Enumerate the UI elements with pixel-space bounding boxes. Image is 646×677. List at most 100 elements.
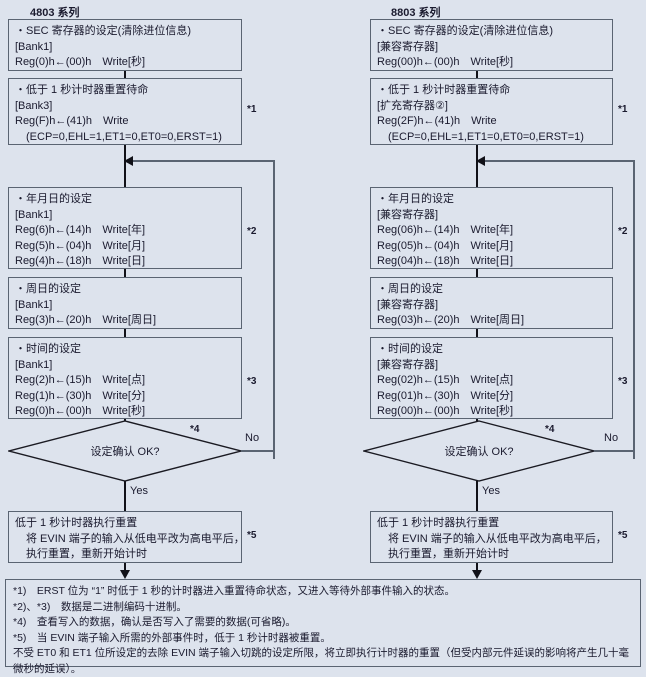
box-line: Reg(03)h←(20)h Write[周日] [377, 314, 525, 326]
box-line: Reg(00)h←(00)h Write[秒] [377, 405, 514, 417]
note-marker-4: *4 [545, 424, 555, 435]
connector-line [124, 269, 126, 277]
box-line: Reg(00)h←(00)h Write[秒] [377, 56, 514, 68]
column-title-4803: 4803 系列 [30, 7, 80, 19]
arrow-to-footnotes [120, 570, 130, 579]
process-box-date-setting[interactable]: ・年月日的设定 [兼容寄存器] Reg(06)h←(14)h Write[年] … [370, 187, 613, 269]
box-line: Reg(05)h←(04)h Write[月] [377, 239, 514, 252]
edge-label-yes: Yes [482, 485, 500, 497]
decision-label: 设定确认 OK? [444, 446, 514, 458]
note-marker-2: *2 [247, 226, 257, 237]
column-title-8803: 8803 系列 [391, 7, 441, 19]
box-line: [Bank1] [15, 208, 53, 221]
feedback-line-horizontal-top [133, 160, 275, 162]
connector-line [124, 71, 126, 78]
box-line: Reg(01)h←(30)h Write[分] [377, 389, 514, 402]
box-line: ・低于 1 秒计时器重置待命 [377, 84, 511, 96]
box-line: ・SEC 寄存器的设定(清除进位信息) [377, 25, 553, 37]
connector-line [124, 563, 126, 572]
box-line: Reg(5)h←(04)h Write[月] [15, 239, 145, 252]
process-box-date-setting[interactable]: ・年月日的设定 [Bank1] Reg(6)h←(14)h Write[年] R… [8, 187, 242, 269]
connector-line [476, 563, 478, 572]
process-box-time-setting[interactable]: ・时间的设定 [Bank1] Reg(2)h←(15)h Write[点] Re… [8, 337, 242, 419]
connector-line [124, 329, 126, 337]
footnotes-panel: *1) ERST 位为 “1” 时低于 1 秒的计时器进入重置待命状态，又进入等… [5, 579, 641, 675]
note-marker-1: *1 [618, 104, 628, 115]
process-box-timer-reset-standby[interactable]: ・低于 1 秒计时器重置待命 [扩充寄存器②] Reg(2F)h←(41)h W… [370, 78, 613, 145]
box-line: 执行重置，重新开始计时 [15, 548, 147, 560]
process-box-sec-register[interactable]: ・SEC 寄存器的设定(清除进位信息) [兼容寄存器] Reg(00)h←(00… [370, 19, 613, 71]
merge-arrow-head [476, 156, 485, 166]
merge-arrow-head [124, 156, 133, 166]
connector-line [476, 71, 478, 78]
footnote-item: *1) ERST 位为 “1” 时低于 1 秒的计时器进入重置待命状态，又进入等… [13, 585, 455, 597]
box-line: ・时间的设定 [15, 343, 81, 355]
box-line: Reg(3)h←(20)h Write[周日] [15, 314, 156, 326]
footnote-item: *5) 当 EVIN 端子输入所需的外部事件时，低于 1 秒计时器被重置。 [13, 631, 331, 644]
process-box-weekday-setting[interactable]: ・周日的设定 [Bank1] Reg(3)h←(20)h Write[周日] [8, 277, 242, 329]
box-line: Reg(6)h←(14)h Write[年] [15, 224, 145, 236]
box-line: (ECP=0,EHL=1,ET1=0,ET0=0,ERST=1) [15, 130, 222, 143]
footnote-item: 不受 ET0 和 ET1 位所设定的去除 EVIN 端子输入切跳的设定所限，将立… [13, 647, 630, 675]
note-marker-5: *5 [618, 530, 628, 541]
box-line: ・周日的设定 [377, 283, 443, 295]
note-marker-3: *3 [618, 376, 628, 387]
note-marker-5: *5 [247, 530, 257, 541]
box-line: [Bank1] [15, 298, 53, 311]
process-box-execute-reset[interactable]: 低于 1 秒计时器执行重置 将 EVIN 端子的输入从低电平改为高电平后， 执行… [370, 511, 613, 563]
box-line: 低于 1 秒计时器执行重置 [15, 517, 138, 529]
arrow-to-footnotes [472, 570, 482, 579]
box-line: Reg(06)h←(14)h Write[年] [377, 224, 514, 236]
process-box-weekday-setting[interactable]: ・周日的设定 [兼容寄存器] Reg(03)h←(20)h Write[周日] [370, 277, 613, 329]
feedback-line-horizontal-bottom [594, 450, 635, 452]
box-line: [Bank1] [15, 40, 53, 53]
connector-line-yes [476, 481, 478, 511]
box-line: Reg(04)h←(18)h Write[日] [377, 255, 514, 267]
process-box-sec-register[interactable]: ・SEC 寄存器的设定(清除进位信息) [Bank1] Reg(0)h←(00)… [8, 19, 242, 71]
box-line: Reg(2)h←(15)h Write[点] [15, 374, 145, 386]
box-line: 将 EVIN 端子的输入从低电平改为高电平后， [15, 532, 245, 545]
flowchart-column-4803: 4803 系列 ・SEC 寄存器的设定(清除进位信息) [Bank1] Reg(… [0, 0, 323, 673]
process-box-execute-reset[interactable]: 低于 1 秒计时器执行重置 将 EVIN 端子的输入从低电平改为高电平后， 执行… [8, 511, 245, 563]
note-marker-2: *2 [618, 226, 628, 237]
box-line: ・年月日的设定 [15, 193, 92, 205]
note-marker-4: *4 [190, 424, 200, 435]
footnote-item: *2)、*3) 数据是二进制编码十进制。 [13, 600, 187, 613]
decision-label: 设定确认 OK? [90, 446, 160, 458]
feedback-line-horizontal-top [485, 160, 635, 162]
connector-line [476, 329, 478, 337]
box-line: ・周日的设定 [15, 283, 81, 295]
box-line: ・年月日的设定 [377, 193, 454, 205]
box-line: [兼容寄存器] [377, 358, 439, 371]
process-box-time-setting[interactable]: ・时间的设定 [兼容寄存器] Reg(02)h←(15)h Write[点] R… [370, 337, 613, 419]
box-line: [兼容寄存器] [377, 40, 439, 53]
edge-label-no: No [604, 432, 619, 444]
decision-diamond-confirm[interactable]: 设定确认 OK? [363, 420, 595, 482]
box-line: Reg(0)h←(00)h Write[秒] [15, 405, 145, 417]
feedback-line-vertical [633, 160, 635, 459]
flowchart-column-8803: 8803 系列 ・SEC 寄存器的设定(清除进位信息) [兼容寄存器] Reg(… [323, 0, 646, 673]
box-line: Reg(02)h←(15)h Write[点] [377, 374, 514, 386]
edge-label-no: No [245, 432, 260, 444]
connector-line-yes [124, 481, 126, 511]
box-line: Reg(2F)h←(41)h Write [377, 115, 497, 127]
feedback-line-horizontal-bottom [241, 450, 275, 452]
feedback-line-vertical [273, 160, 275, 459]
box-line: ・SEC 寄存器的设定(清除进位信息) [15, 25, 191, 37]
footnote-item: *4) 查看写入的数据，确认是否写入了需要的数据(可省略)。 [13, 616, 296, 628]
box-line: Reg(4)h←(18)h Write[日] [15, 255, 145, 267]
edge-label-yes: Yes [130, 485, 148, 497]
note-marker-3: *3 [247, 376, 257, 387]
box-line: Reg(F)h←(41)h Write [15, 115, 129, 127]
box-line: [兼容寄存器] [377, 298, 439, 311]
connector-line [124, 145, 126, 161]
box-line: [Bank1] [15, 358, 53, 371]
box-line: 执行重置，重新开始计时 [377, 548, 509, 560]
box-line: Reg(0)h←(00)h Write[秒] [15, 56, 145, 68]
box-line: [Bank3] [15, 99, 53, 112]
connector-line [124, 161, 126, 187]
box-line: [兼容寄存器] [377, 208, 439, 221]
box-line: ・低于 1 秒计时器重置待命 [15, 84, 149, 96]
decision-diamond-confirm[interactable]: 设定确认 OK? [8, 420, 242, 482]
process-box-timer-reset-standby[interactable]: ・低于 1 秒计时器重置待命 [Bank3] Reg(F)h←(41)h Wri… [8, 78, 242, 145]
